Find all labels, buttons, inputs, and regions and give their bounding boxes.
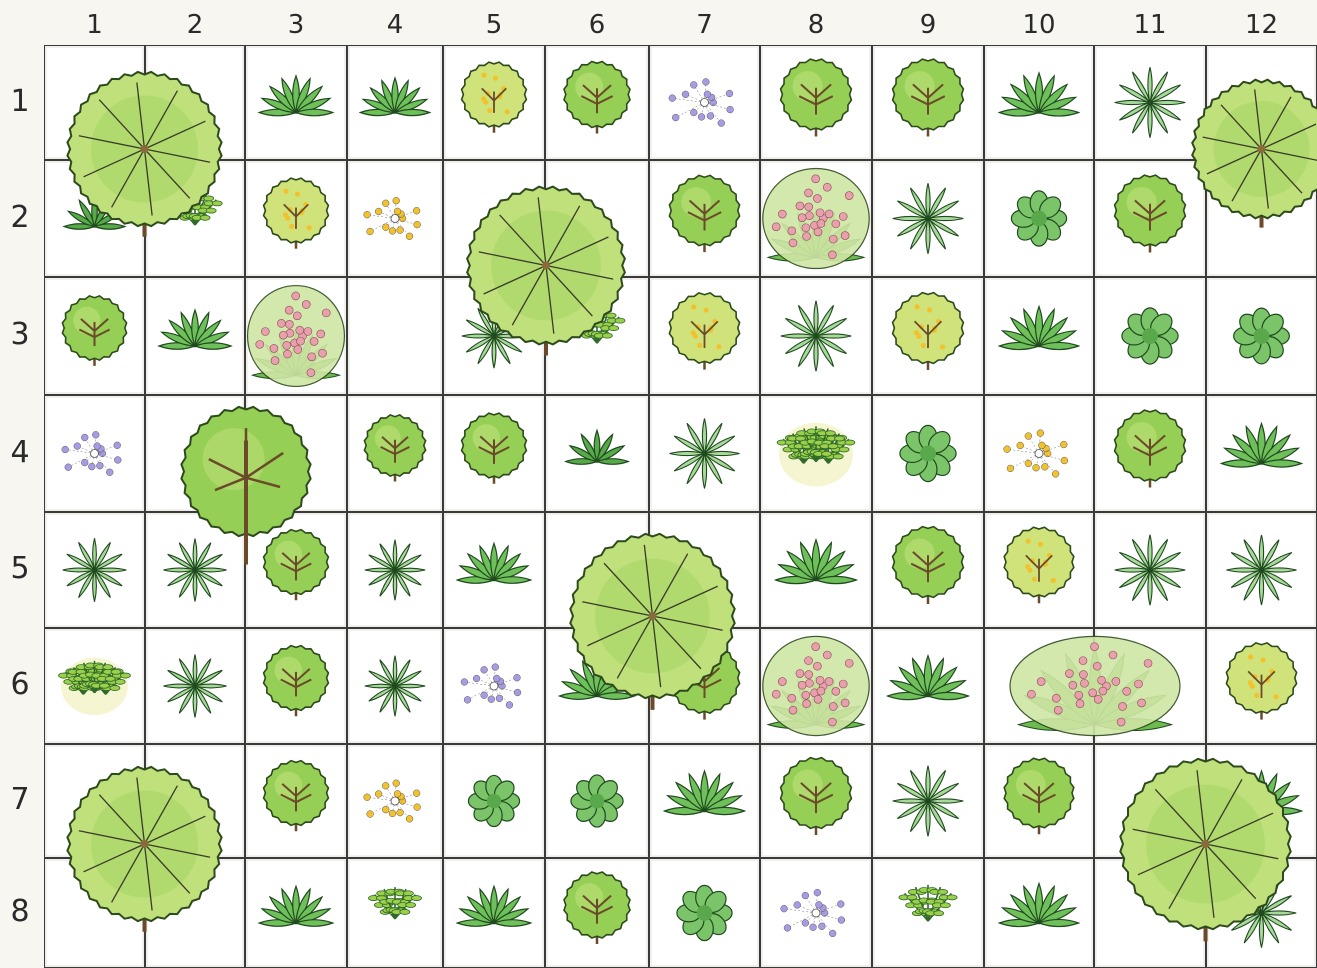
row-label-3: 3 (0, 320, 40, 350)
column-label-9: 9 (898, 12, 958, 38)
leafy-plant[interactable] (1122, 308, 1178, 364)
column-label-4: 4 (365, 12, 425, 38)
row-label-5: 5 (0, 554, 40, 584)
leafy-plant[interactable] (677, 885, 732, 940)
column-label-7: 7 (675, 12, 735, 38)
column-label-10: 10 (1009, 12, 1069, 38)
column-label-12: 12 (1232, 12, 1292, 38)
planting-board (44, 45, 1317, 968)
leafy-plant[interactable] (1234, 308, 1290, 364)
flower-bush-plant[interactable] (1010, 636, 1180, 735)
flower-bush-plant[interactable] (248, 286, 345, 387)
grid-cell[interactable] (349, 279, 441, 393)
row-label-6: 6 (0, 670, 40, 700)
planting-board-canvas (44, 45, 1317, 968)
column-label-3: 3 (266, 12, 326, 38)
column-label-5: 5 (464, 12, 524, 38)
column-label-1: 1 (65, 12, 125, 38)
column-label-11: 11 (1120, 12, 1180, 38)
row-label-8: 8 (0, 897, 40, 927)
row-label-2: 2 (0, 203, 40, 233)
leafy-plant[interactable] (900, 425, 956, 481)
flower-bush-plant[interactable] (763, 168, 869, 268)
column-label-8: 8 (786, 12, 846, 38)
row-label-7: 7 (0, 785, 40, 815)
leafy-plant[interactable] (571, 775, 623, 827)
column-label-2: 2 (165, 12, 225, 38)
leafy-plant[interactable] (1011, 191, 1066, 246)
leafy-plant[interactable] (468, 775, 519, 826)
column-label-6: 6 (567, 12, 627, 38)
row-label-1: 1 (0, 87, 40, 117)
flower-bush-plant[interactable] (763, 636, 869, 735)
row-label-4: 4 (0, 438, 40, 468)
